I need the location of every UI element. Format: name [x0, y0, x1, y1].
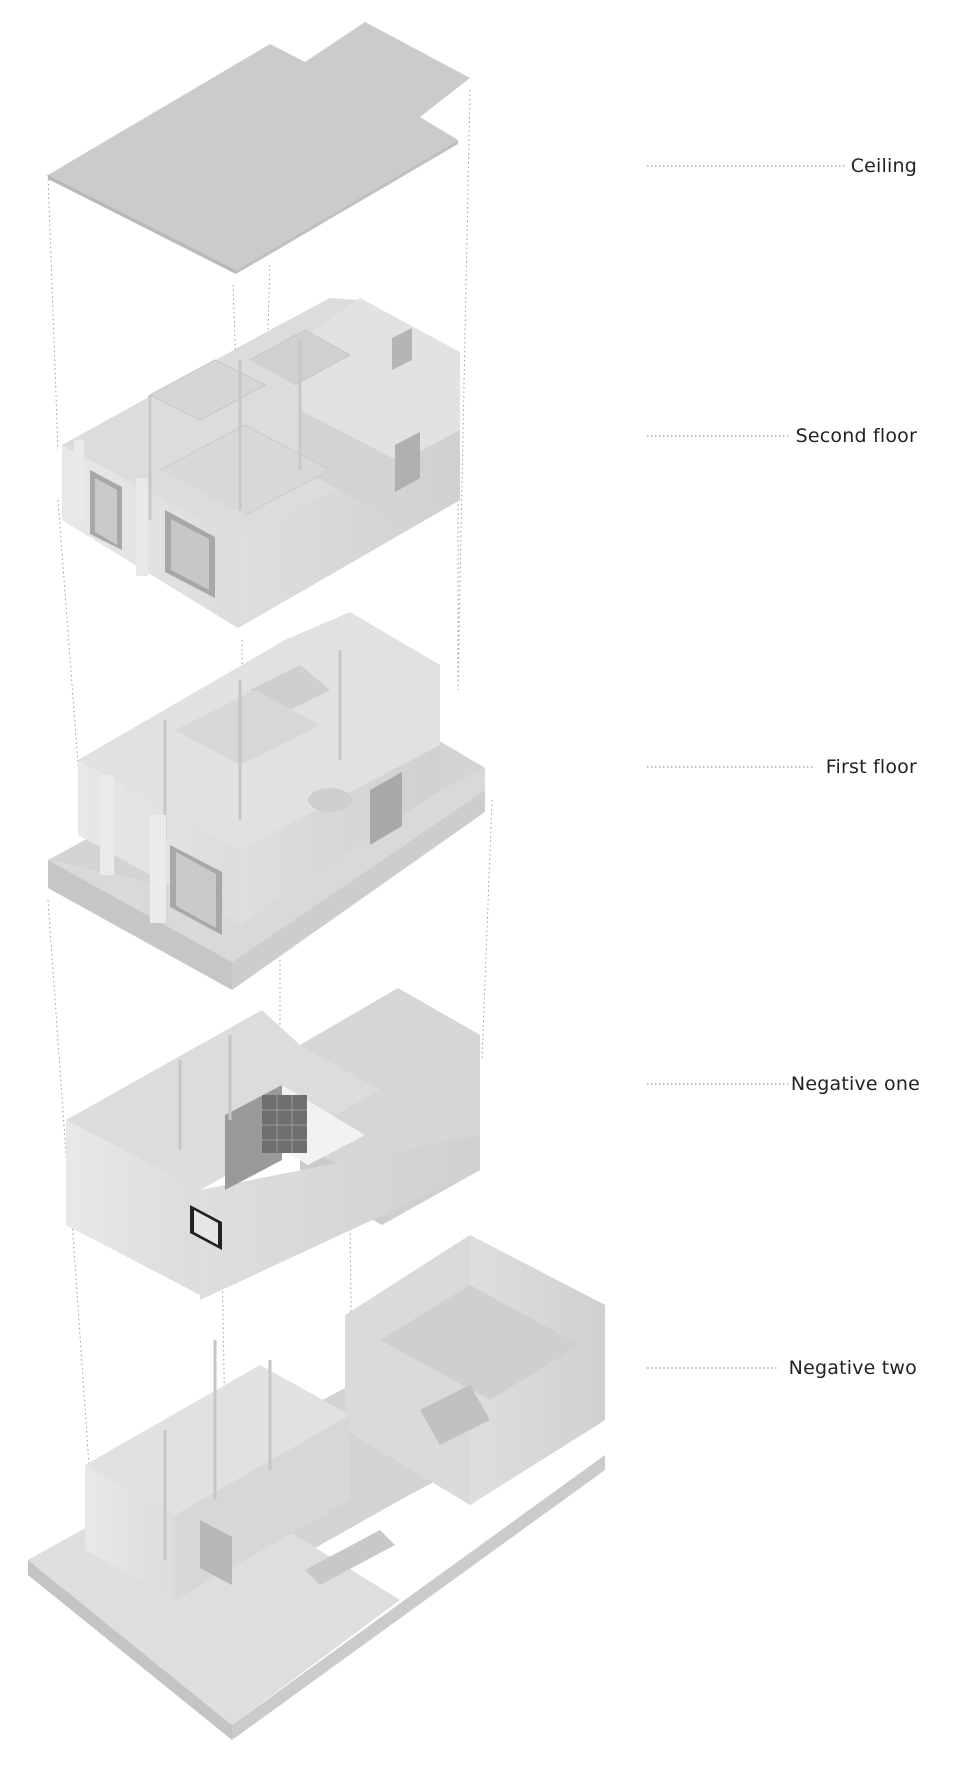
label-second-floor: Second floor — [647, 425, 917, 447]
label-first-floor-text: First floor — [826, 756, 917, 778]
label-ceiling-text: Ceiling — [851, 155, 917, 177]
label-first-floor: First floor — [647, 756, 917, 778]
first-floor-model — [48, 612, 485, 990]
ceiling-slab — [48, 22, 470, 274]
negative-one-model — [66, 988, 480, 1300]
label-ceiling: Ceiling — [647, 155, 917, 177]
label-negative-one: Negative one — [647, 1073, 920, 1095]
label-negative-one-text: Negative one — [791, 1073, 920, 1095]
label-negative-two-text: Negative two — [789, 1357, 917, 1379]
label-negative-two: Negative two — [647, 1357, 917, 1379]
second-floor-model — [62, 298, 460, 628]
negative-two-model — [28, 1235, 605, 1740]
label-second-floor-text: Second floor — [796, 425, 917, 447]
